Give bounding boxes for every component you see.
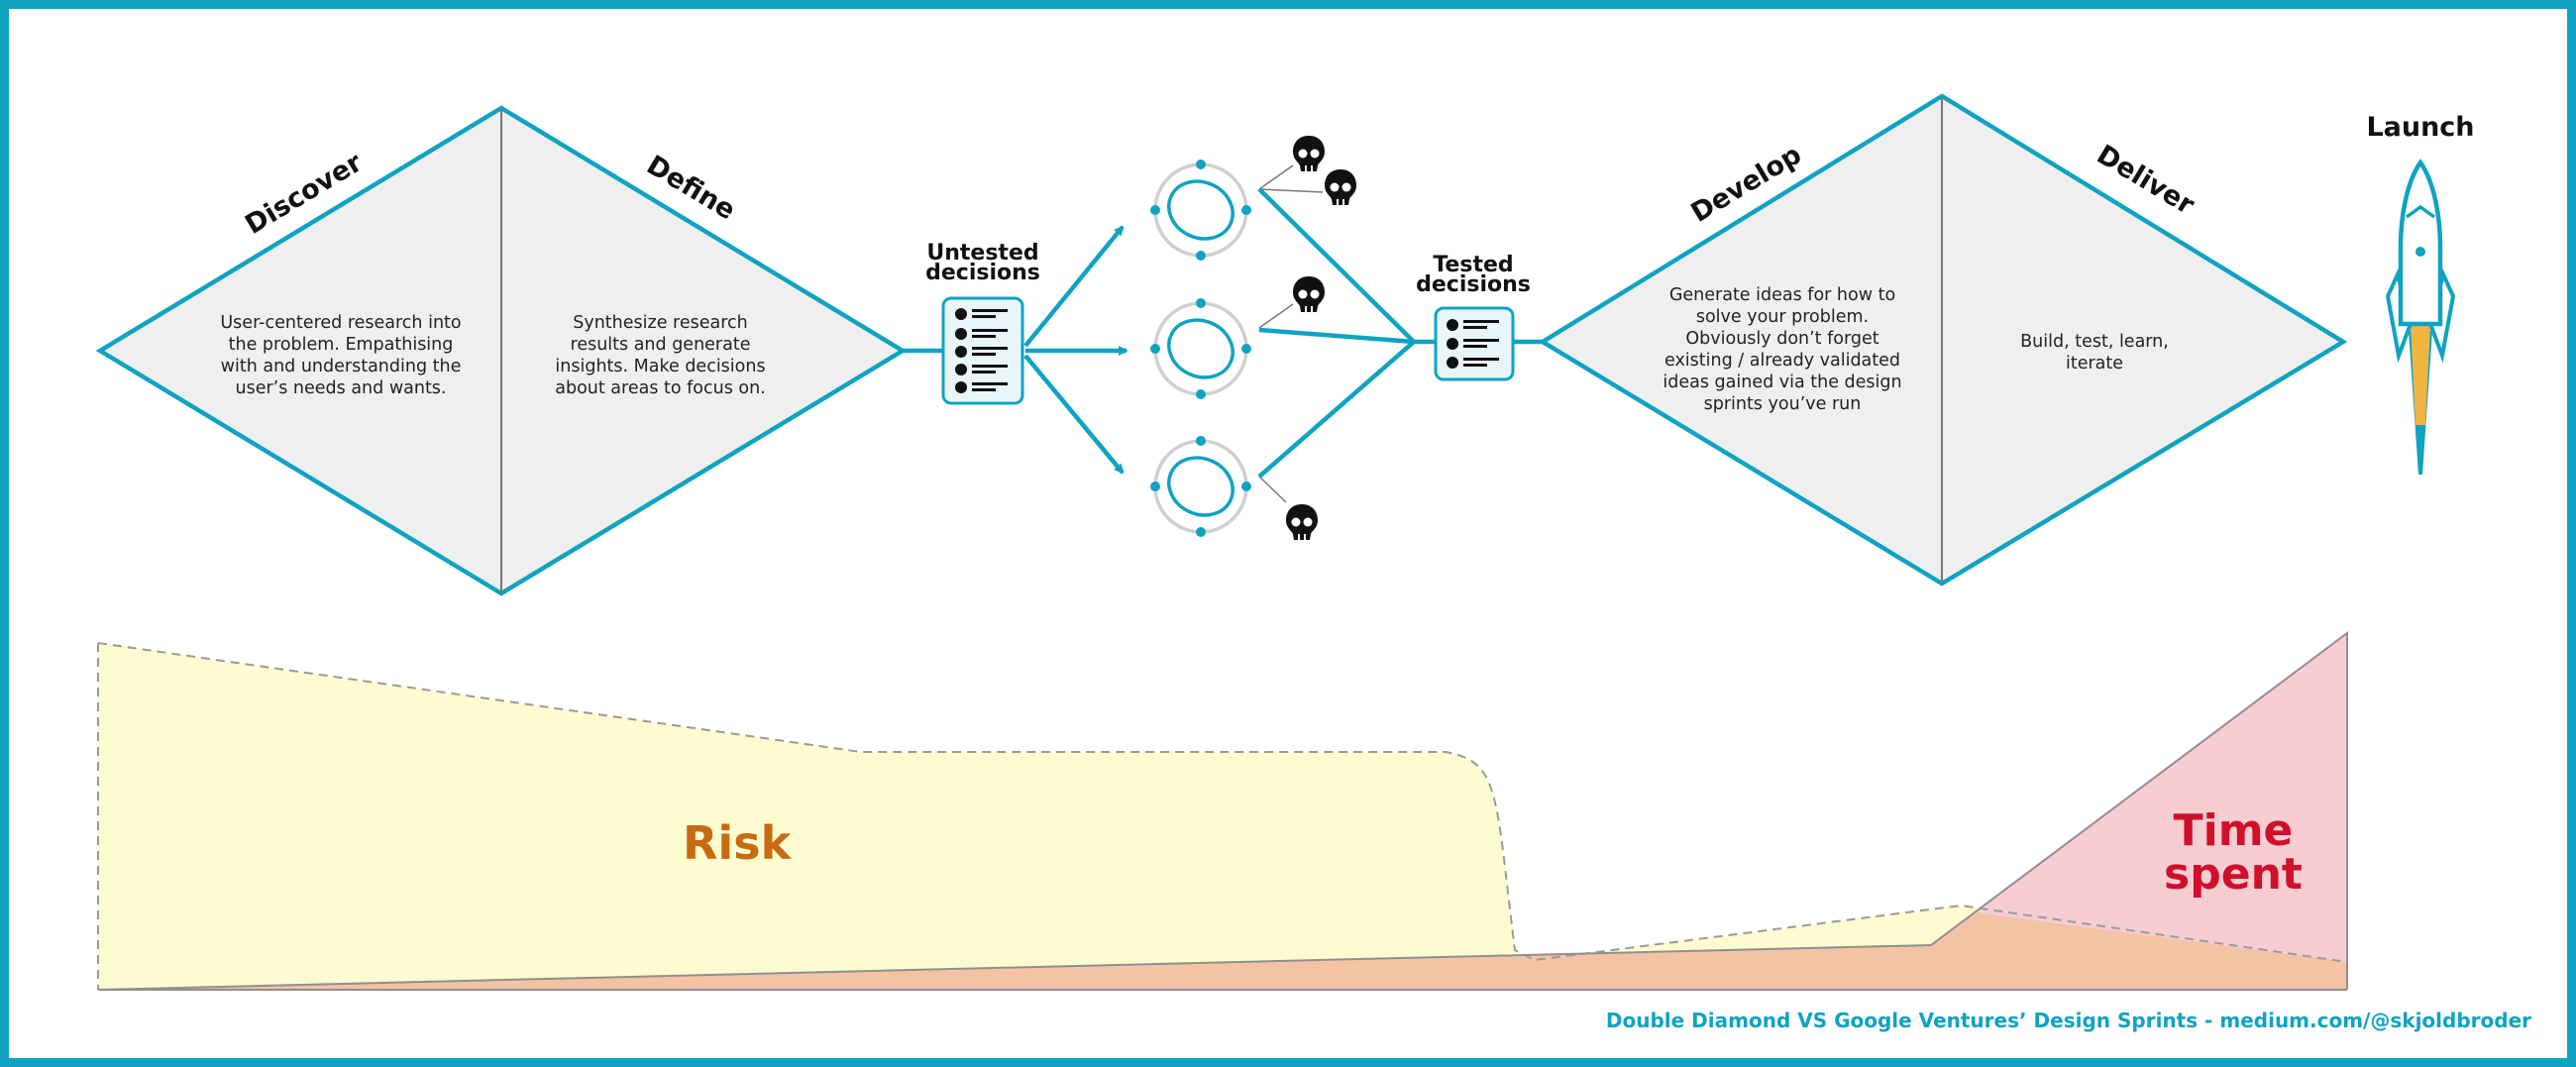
risk-area	[98, 643, 2347, 990]
launch-label: Launch	[2366, 112, 2474, 143]
time-label-line1: Time	[2173, 805, 2294, 856]
sprint-cycle-icon	[1150, 160, 1251, 261]
tested-label-line2: decisions	[1416, 272, 1531, 297]
risk-time-chart	[97, 631, 2348, 991]
skull-pointers	[1258, 164, 1324, 503]
diagram-svg: Discover Define Untested decisions	[95, 93, 2475, 991]
develop-description: Generate ideas for how to solve your pro…	[1663, 285, 1902, 414]
sprint-cycle-icon	[1150, 436, 1251, 537]
sprint-cycle-icon	[1150, 298, 1251, 399]
skull-icon	[1293, 136, 1325, 171]
time-spent-outline	[97, 631, 2348, 991]
define-description: Synthesize research results and generate…	[555, 313, 766, 398]
time-label-line2: spent	[2164, 849, 2303, 900]
skull-icon	[1286, 504, 1318, 540]
credit-text: Double Diamond VS Google Ventures’ Desig…	[1605, 1009, 2531, 1032]
converging-lines	[1257, 187, 1436, 479]
untested-label-line2: decisions	[925, 261, 1040, 285]
deliver-description: Build, test, learn, iterate	[2020, 332, 2169, 373]
document-list-icon	[941, 296, 1024, 405]
tested-label-line1: Tested	[1433, 253, 1513, 277]
time-spent-label: Time spent	[2159, 809, 2308, 897]
risk-label: Risk	[683, 816, 792, 870]
overlap-area	[98, 912, 2347, 990]
rocket-icon	[2385, 159, 2456, 475]
untested-label-line1: Untested	[926, 241, 1038, 266]
risk-curve	[97, 642, 2348, 963]
discover-description: User-centered research into the problem.…	[220, 313, 462, 398]
document-list-icon	[1434, 306, 1515, 381]
skull-icon	[1325, 169, 1356, 205]
skull-icon	[1293, 276, 1325, 312]
sprint-arrows	[1023, 225, 1128, 475]
